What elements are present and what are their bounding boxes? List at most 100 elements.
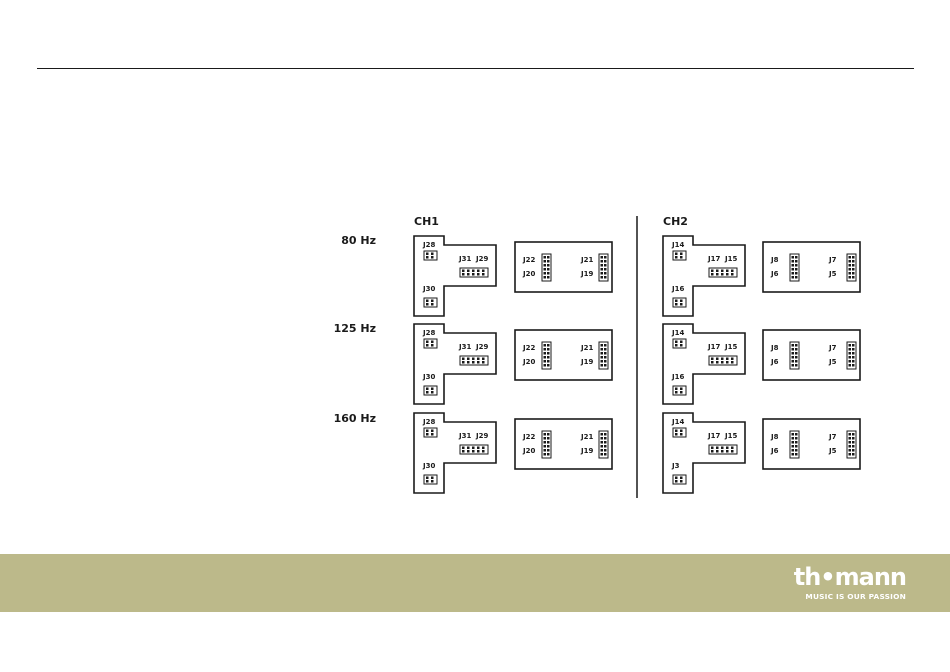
jumper-label-top-right: J21 [580, 344, 593, 352]
jumper-block-pair [709, 445, 737, 454]
jumper-label-bottom-right: J5 [828, 447, 837, 455]
panel-group-ch2-row-3: J14J17 J15J3 J8J6 J7J5 [663, 413, 860, 493]
jumper-label-pair-a: J17 [707, 343, 720, 351]
frequency-label-125hz: 125 Hz [334, 322, 376, 335]
jumper-label-bottom: J30 [422, 373, 435, 381]
jumper-block-right [847, 431, 856, 458]
board-outline-right [763, 330, 860, 380]
jumper-label-bottom-right: J19 [580, 358, 593, 366]
jumper-block-bottom [424, 298, 437, 307]
footer-band: th•mann MUSIC IS OUR PASSION [0, 554, 950, 612]
jumper-label-bottom-left: J20 [522, 447, 535, 455]
jumper-block-bottom [424, 386, 437, 395]
board-outline-right [515, 419, 612, 469]
jumper-label-bottom-left: J20 [522, 270, 535, 278]
jumper-label-top-left: J8 [770, 433, 779, 441]
jumper-block-pair [709, 356, 737, 365]
jumper-label-pair-a: J17 [707, 255, 720, 263]
frequency-label-80hz: 80 Hz [341, 234, 376, 247]
jumper-label-top-left: J22 [522, 344, 535, 352]
jumper-label-bottom-left: J6 [770, 270, 779, 278]
frequency-label-160hz: 160 Hz [334, 412, 376, 425]
jumper-block-left [542, 254, 551, 281]
jumper-block-right [599, 431, 608, 458]
jumper-label-top: J28 [422, 329, 435, 337]
jumper-block-right [599, 342, 608, 369]
channel-label-ch2: CH2 [663, 215, 688, 228]
jumper-block-top [673, 251, 686, 260]
jumper-label-top-left: J8 [770, 256, 779, 264]
jumper-label-pair-a: J31 [458, 255, 471, 263]
jumper-label-top-right: J7 [828, 433, 837, 441]
jumper-block-top [673, 339, 686, 348]
jumper-label-pair-b: J29 [475, 255, 488, 263]
jumper-label-top: J14 [671, 329, 684, 337]
jumper-label-pair-b: J29 [475, 432, 488, 440]
jumper-label-bottom-left: J6 [770, 358, 779, 366]
jumper-block-bottom [673, 386, 686, 395]
jumper-label-top-left: J22 [522, 433, 535, 441]
jumper-block-right [847, 254, 856, 281]
jumper-block-top [424, 339, 437, 348]
jumper-label-top: J14 [671, 241, 684, 249]
jumper-block-right [847, 342, 856, 369]
jumper-block-right [599, 254, 608, 281]
jumper-label-top-left: J22 [522, 256, 535, 264]
jumper-label-top-right: J7 [828, 344, 837, 352]
jumper-block-left [790, 254, 799, 281]
jumper-label-bottom: J3 [671, 462, 680, 470]
jumper-label-pair-a: J31 [458, 343, 471, 351]
jumper-label-bottom: J16 [671, 373, 684, 381]
jumper-block-pair [460, 356, 488, 365]
jumper-block-top [424, 251, 437, 260]
jumper-label-bottom-right: J5 [828, 358, 837, 366]
jumper-label-bottom-right: J19 [580, 447, 593, 455]
jumper-block-left [790, 342, 799, 369]
jumper-label-pair-a: J17 [707, 432, 720, 440]
board-outline-right [515, 242, 612, 292]
jumper-block-pair [709, 268, 737, 277]
frequency-labels: 80 Hz 125 Hz 160 Hz [334, 234, 376, 425]
jumper-label-top: J28 [422, 241, 435, 249]
jumper-block-top [424, 428, 437, 437]
jumper-label-top-right: J21 [580, 433, 593, 441]
brand-slogan: MUSIC IS OUR PASSION [805, 592, 906, 601]
jumper-block-bottom [673, 475, 686, 484]
jumper-block-bottom [673, 298, 686, 307]
jumper-label-pair-b: J15 [724, 432, 737, 440]
jumper-label-bottom: J30 [422, 462, 435, 470]
jumper-block-left [542, 342, 551, 369]
brand-logo: th•mann [794, 564, 906, 590]
jumper-block-pair [460, 445, 488, 454]
jumper-label-bottom-left: J20 [522, 358, 535, 366]
jumper-block-left [790, 431, 799, 458]
board-outline-right [763, 419, 860, 469]
jumper-label-top-left: J8 [770, 344, 779, 352]
jumper-block-top [673, 428, 686, 437]
jumper-label-pair-a: J31 [458, 432, 471, 440]
jumper-label-bottom-right: J19 [580, 270, 593, 278]
jumper-block-left [542, 431, 551, 458]
jumper-label-top-right: J21 [580, 256, 593, 264]
channel-label-ch1: CH1 [414, 215, 439, 228]
jumper-label-pair-b: J15 [724, 343, 737, 351]
board-outline-right [763, 242, 860, 292]
jumper-label-bottom: J30 [422, 285, 435, 293]
board-outline-right [515, 330, 612, 380]
jumper-label-pair-b: J15 [724, 255, 737, 263]
jumper-label-pair-b: J29 [475, 343, 488, 351]
jumper-label-bottom-right: J5 [828, 270, 837, 278]
jumper-label-bottom: J16 [671, 285, 684, 293]
jumper-block-bottom [424, 475, 437, 484]
jumper-block-pair [460, 268, 488, 277]
jumper-label-top: J14 [671, 418, 684, 426]
jumper-label-top-right: J7 [828, 256, 837, 264]
jumper-label-bottom-left: J6 [770, 447, 779, 455]
jumper-label-top: J28 [422, 418, 435, 426]
